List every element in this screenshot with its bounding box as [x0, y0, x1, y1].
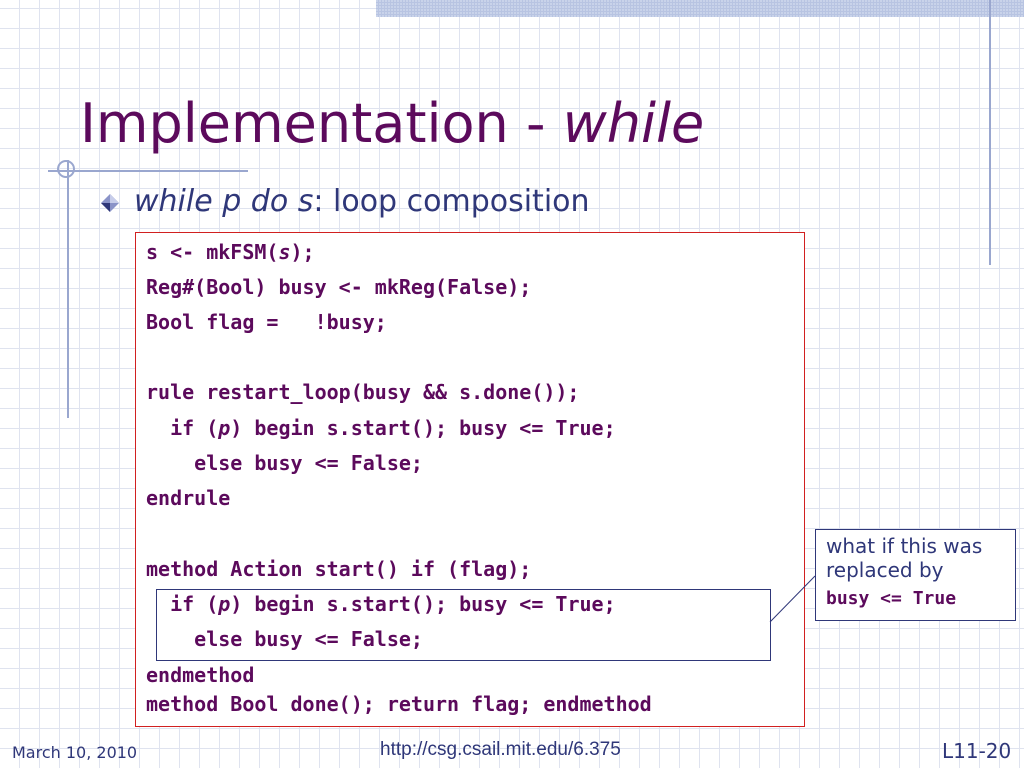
code-line: Bool flag = !busy; — [146, 310, 387, 334]
decorative-vertical-line-right — [989, 0, 991, 265]
code-line: s <- mkFSM(s); — [146, 240, 315, 264]
callout-box: what if this was replaced by busy <= Tru… — [815, 529, 1016, 621]
code-line: if (p) begin s.start(); busy <= True; — [146, 592, 616, 616]
code-line: Reg#(Bool) busy <- mkReg(False); — [146, 275, 532, 299]
code-line: if (p) begin s.start(); busy <= True; — [146, 416, 616, 440]
code-line: else busy <= False; — [146, 451, 423, 475]
code-block: s <- mkFSM(s); Reg#(Bool) busy <- mkReg(… — [135, 232, 805, 727]
callout-text-line2: replaced by — [826, 558, 944, 582]
code-line: method Action start() if (flag); — [146, 557, 532, 581]
callout-code: busy <= True — [826, 588, 957, 609]
decorative-vertical-line-left — [67, 160, 69, 418]
slide-number: L11-20 — [942, 739, 1012, 763]
bullet-item: while p do s: loop composition — [100, 184, 590, 219]
slide-title: Implementation - while — [80, 92, 704, 155]
bullet-italic-text: while p do s — [134, 184, 314, 219]
footer-url: http://csg.csail.mit.edu/6.375 — [380, 739, 621, 760]
diamond-bullet-icon — [101, 193, 119, 212]
decorative-circle — [57, 160, 75, 178]
code-line: endmethod — [146, 663, 255, 687]
code-line: rule restart_loop(busy && s.done()); — [146, 380, 580, 404]
code-line: endrule — [146, 486, 231, 510]
top-decorative-band — [376, 0, 1024, 17]
highlighted-code-box — [156, 589, 771, 661]
decorative-horizontal-line — [48, 170, 248, 172]
code-line: method Bool done(); return flag; endmeth… — [146, 692, 652, 716]
footer-date: March 10, 2010 — [12, 743, 138, 762]
code-line: else busy <= False; — [146, 627, 423, 651]
callout-text-line1: what if this was — [826, 534, 983, 558]
bullet-text: : loop composition — [313, 184, 590, 219]
title-emphasis: while — [562, 92, 705, 155]
title-main: Implementation - — [80, 92, 563, 155]
